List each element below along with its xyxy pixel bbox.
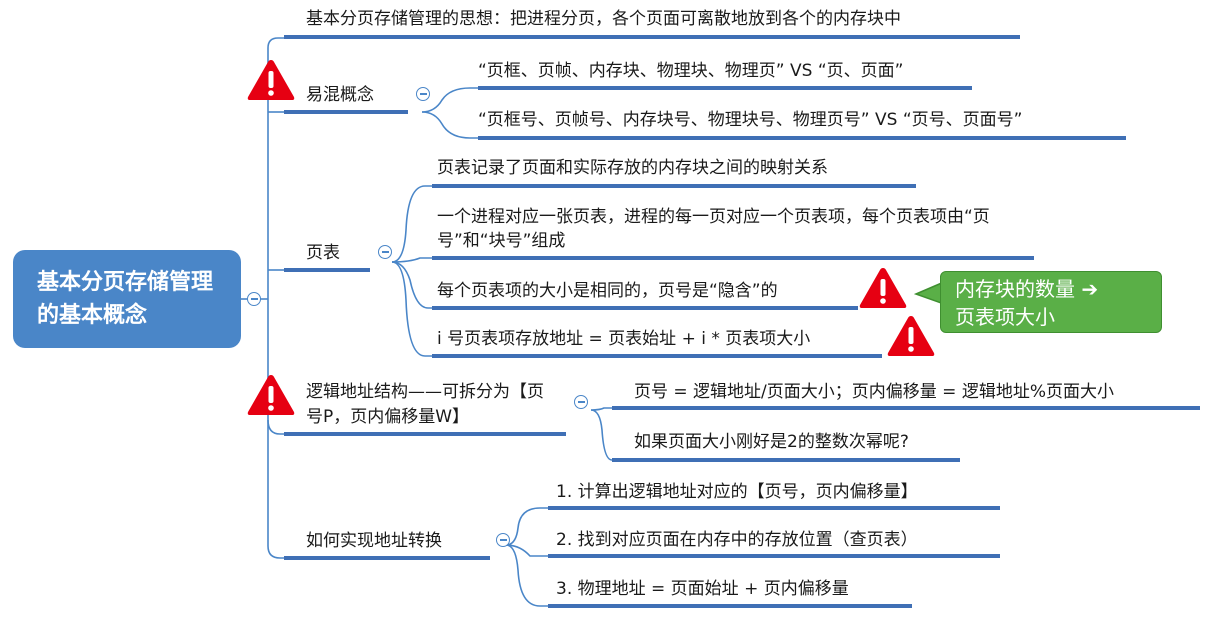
confusing-concepts-topic[interactable]: 易混概念 [306, 85, 374, 105]
logical-address-topic[interactable]: 逻辑地址结构——可拆分为【页号P，页内偏移量W】 [306, 382, 544, 427]
logical-address-item-2[interactable]: 如果页面大小刚好是2的整数次幂呢? [634, 432, 909, 452]
callout-line-1: 内存块的数量 ➔ [955, 277, 1099, 301]
page-table-item-2[interactable]: 一个进程对应一张页表，进程的每一页对应一个页表项，每个页表项由“页号”和“块号”… [437, 207, 990, 251]
logical-address-item-1[interactable]: 页号 = 逻辑地址/页面大小；页内偏移量 = 逻辑地址%页面大小 [634, 382, 1114, 402]
warning-icon [887, 316, 935, 356]
warning-icon [247, 375, 295, 415]
callout-note[interactable]: 内存块的数量 ➔ 页表项大小 [940, 271, 1162, 333]
translation-step-1[interactable]: 1. 计算出逻辑地址对应的【页号，页内偏移量】 [556, 482, 918, 502]
callout-line-2: 页表项大小 [955, 305, 1055, 329]
page-table-topic[interactable]: 页表 [306, 243, 340, 263]
confusing-item-1[interactable]: “页框、页帧、内存块、物理块、物理页” VS “页、页面” [478, 61, 904, 81]
page-table-item-3[interactable]: 每个页表项的大小是相同的，页号是“隐含”的 [437, 281, 778, 301]
address-translation-topic[interactable]: 如何实现地址转换 [306, 531, 442, 551]
connectors [241, 37, 613, 607]
warning-icon [247, 60, 295, 100]
translation-step-2[interactable]: 2. 找到对应页面在内存中的存放位置（查页表） [556, 530, 918, 550]
translation-collapse-toggle[interactable] [496, 533, 510, 547]
confusing-item-2[interactable]: “页框号、页帧号、内存块号、物理块号、物理页号” VS “页号、页面号” [478, 110, 1023, 130]
translation-step-3[interactable]: 3. 物理地址 = 页面始址 + 页内偏移量 [556, 579, 849, 599]
idea-topic[interactable]: 基本分页存储管理的思想：把进程分页，各个页面可离散地放到各个的内存块中 [306, 9, 901, 29]
root-collapse-toggle[interactable] [247, 292, 261, 306]
logical-address-collapse-toggle[interactable] [574, 395, 588, 409]
page-table-item-4[interactable]: i 号页表项存放地址 = 页表始址 + i * 页表项大小 [437, 329, 811, 349]
root-topic[interactable]: 基本分页存储管理的基本概念 [13, 250, 241, 348]
warning-icon [859, 268, 907, 308]
page-table-collapse-toggle[interactable] [378, 245, 392, 259]
underlines [284, 35, 1200, 608]
confusing-collapse-toggle[interactable] [416, 87, 430, 101]
page-table-item-1[interactable]: 页表记录了页面和实际存放的内存块之间的映射关系 [437, 158, 828, 178]
